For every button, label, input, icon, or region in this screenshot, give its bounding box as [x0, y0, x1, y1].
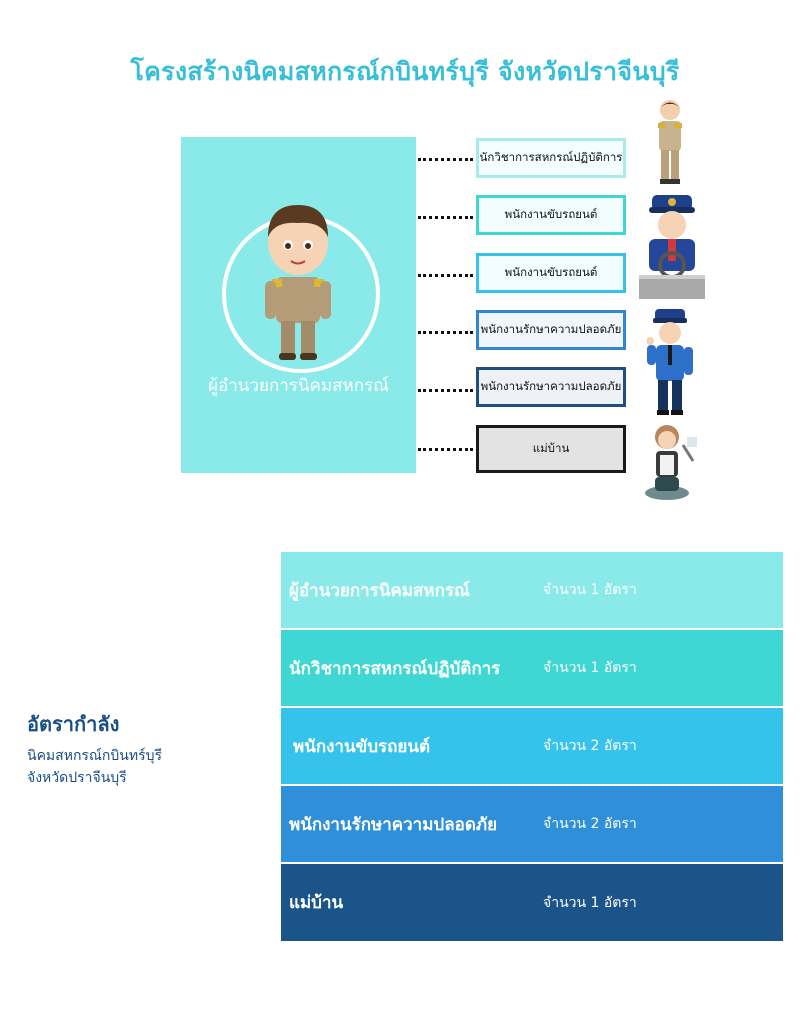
rate-count: จำนวน 1 อัตรา: [543, 660, 637, 676]
rate-row-security: พนักงานรักษาความปลอดภัย จำนวน 2 อัตรา: [281, 786, 783, 863]
manpower-subtitle-line2: จังหวัดปราจีนบุรี: [27, 770, 127, 786]
staff-box-officer: นักวิชาการสหกรณ์ปฏิบัติการ: [476, 138, 626, 178]
rate-row-director: ผู้อำนวยการนิคมสหกรณ์ จำนวน 1 อัตรา: [281, 552, 783, 629]
rate-count: จำนวน 2 อัตรา: [543, 816, 637, 832]
housekeeper-figure-icon: [645, 425, 697, 500]
connector-line: [418, 448, 473, 451]
director-panel: ผู้อำนวยการนิคมสหกรณ์: [181, 137, 416, 473]
staff-box-housekeeper: แม่บ้าน: [476, 425, 626, 473]
manpower-subtitle-line1: นิคมสหกรณ์กบินทร์บุรี: [27, 748, 163, 764]
officer-figure-icon: [658, 100, 682, 184]
staff-box-driver-1: พนักงานขับรถยนต์: [476, 195, 626, 235]
connector-line: [418, 331, 473, 334]
director-figure-icon: [265, 205, 331, 360]
rate-position: ผู้อำนวยการนิคมสหกรณ์: [289, 580, 470, 601]
rate-count: จำนวน 1 อัตรา: [543, 894, 637, 911]
connector-line: [418, 274, 473, 277]
rate-row-driver: พนักงานขับรถยนต์ จำนวน 2 อัตรา: [281, 708, 783, 785]
rate-row-housekeeper: แม่บ้าน จำนวน 1 อัตรา: [281, 864, 783, 941]
director-label: ผู้อำนวยการนิคมสหกรณ์: [208, 376, 389, 396]
rate-position: แม่บ้าน: [289, 893, 344, 913]
rate-row-officer: นักวิชาการสหกรณ์ปฏิบัติการ จำนวน 1 อัตรา: [281, 630, 783, 707]
staff-box-security-1: พนักงานรักษาความปลอดภัย: [476, 310, 626, 350]
driver-figure-icon: [639, 195, 705, 299]
rate-position: นักวิชาการสหกรณ์ปฏิบัติการ: [289, 658, 501, 679]
connector-line: [418, 216, 473, 219]
rate-count: จำนวน 2 อัตรา: [543, 738, 637, 754]
rate-count: จำนวน 1 อัตรา: [543, 582, 637, 598]
rate-position: พนักงานขับรถยนต์: [293, 736, 431, 757]
security-guard-figure-icon: [647, 309, 693, 415]
page-title: โครงสร้างนิคมสหกรณ์กบินทร์บุรี จังหวัดปร…: [130, 57, 680, 86]
connector-line: [418, 158, 473, 161]
staff-box-driver-2: พนักงานขับรถยนต์: [476, 253, 626, 293]
manpower-heading: อัตรากำลัง: [27, 712, 120, 736]
rate-position: พนักงานรักษาความปลอดภัย: [289, 814, 498, 835]
staff-box-security-2: พนักงานรักษาความปลอดภัย: [476, 367, 626, 407]
connector-line: [418, 389, 473, 392]
